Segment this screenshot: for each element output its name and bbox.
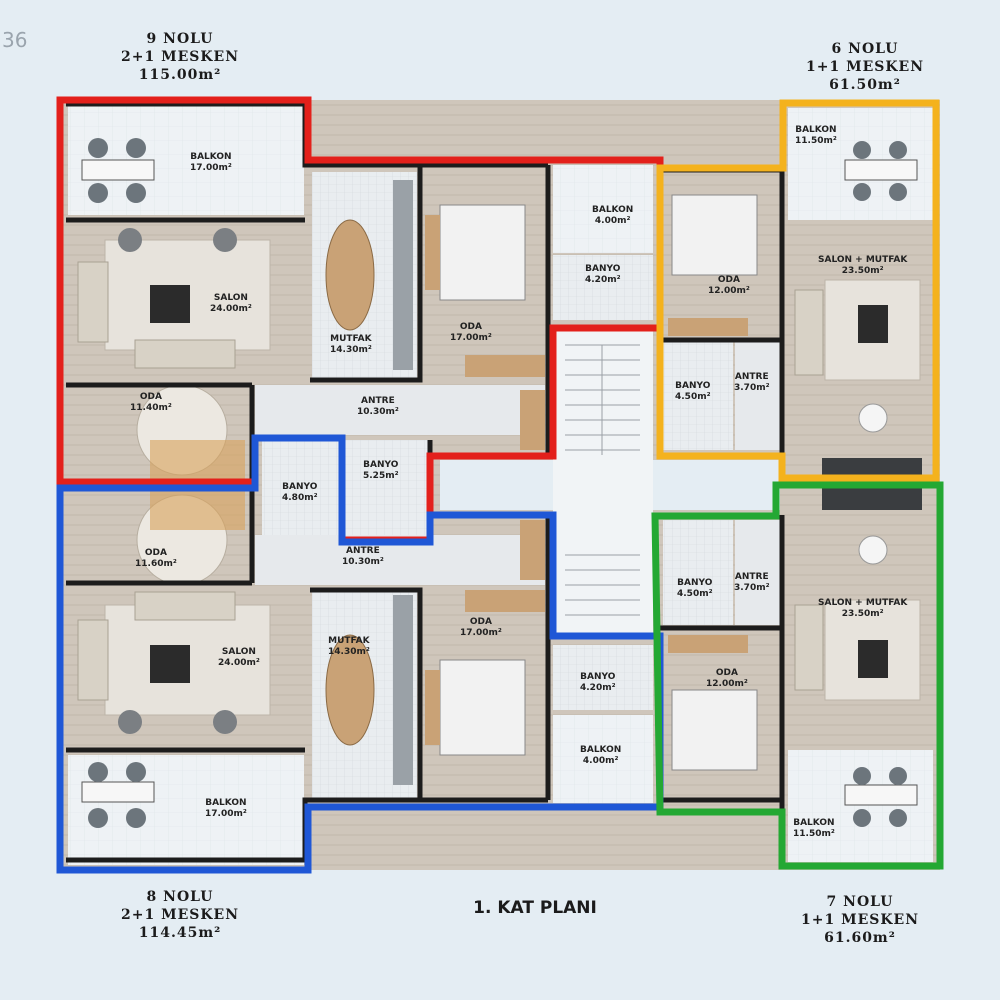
corner-tag: 36	[2, 28, 28, 52]
unit-6-area: 61.50m²	[829, 77, 901, 93]
unit-9-type: 2+1 MESKEN	[120, 49, 239, 65]
unit-9-number: 9 NOLU	[146, 31, 214, 47]
unit-9-label: 9 NOLU 2+1 MESKEN 115.00m²	[90, 30, 270, 84]
unit-8-type: 2+1 MESKEN	[120, 907, 239, 923]
plan-title: 1. KAT PLANI	[473, 898, 597, 918]
unit-7-number: 7 NOLU	[826, 894, 894, 910]
furniture	[77, 138, 922, 828]
unit-8-outline	[56, 434, 664, 874]
unit-7-type: 1+1 MESKEN	[800, 912, 919, 928]
unit-6-outline	[656, 99, 940, 482]
unit-7-area: 61.60m²	[824, 930, 896, 946]
unit-9-area: 115.00m²	[138, 67, 222, 83]
unit-6-number: 6 NOLU	[831, 41, 899, 57]
unit-6-type: 1+1 MESKEN	[805, 59, 924, 75]
unit-8-area: 114.45m²	[138, 925, 222, 941]
unit-7-label: 7 NOLU 1+1 MESKEN 61.60m²	[770, 893, 950, 947]
unit-7-outline	[651, 481, 944, 870]
stair-core	[440, 330, 780, 635]
unit-8-number: 8 NOLU	[146, 889, 214, 905]
unit-6-label: 6 NOLU 1+1 MESKEN 61.50m²	[780, 40, 950, 94]
unit-8-label: 8 NOLU 2+1 MESKEN 114.45m²	[90, 888, 270, 942]
unit-outlines	[56, 96, 944, 874]
